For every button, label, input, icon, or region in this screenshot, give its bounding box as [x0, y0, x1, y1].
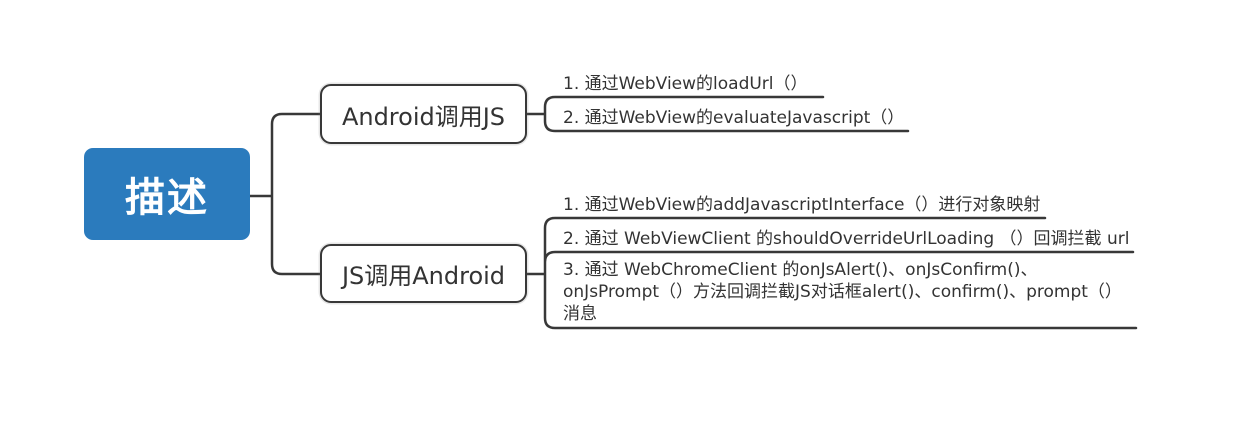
- leaf-topic-shouldoverrideurlloading[interactable]: 2. 通过 WebViewClient 的shouldOverrideUrlLo…: [563, 228, 1129, 250]
- branch-topic-label: JS调用Android: [341, 262, 506, 290]
- branch-topic-android-calls-js[interactable]: Android调用JS: [320, 84, 527, 144]
- leaf-topic-line: 消息: [563, 304, 597, 324]
- leaf-topic-addjavascriptinterface[interactable]: 1. 通过WebView的addJavascriptInterface（）进行对…: [563, 194, 1040, 216]
- leaf-topic-line: 1. 通过WebView的addJavascriptInterface（）进行对…: [563, 195, 1041, 215]
- branch1-connectors: [525, 95, 910, 133]
- leaf-topic-webchromeclient-callbacks[interactable]: 3. 通过 WebChromeClient 的onJsAlert()、onJsC…: [563, 259, 1122, 325]
- root-connector: [248, 112, 322, 276]
- branch2-connectors: [525, 216, 1138, 330]
- leaf-topic-line: 2. 通过 WebViewClient 的shouldOverrideUrlLo…: [563, 229, 1130, 249]
- leaf-topic-evaluatejavascript[interactable]: 2. 通过WebView的evaluateJavascript（）: [563, 107, 904, 129]
- root-topic[interactable]: 描述: [84, 148, 250, 240]
- leaf-topic-line: 1. 通过WebView的loadUrl（）: [563, 74, 808, 94]
- leaf-topic-line: 2. 通过WebView的evaluateJavascript（）: [563, 108, 905, 128]
- leaf-topic-loadurl[interactable]: 1. 通过WebView的loadUrl（）: [563, 73, 808, 95]
- branch-topic-js-calls-android[interactable]: JS调用Android: [320, 244, 527, 303]
- leaf-topic-line: 3. 通过 WebChromeClient 的onJsAlert()、onJsC…: [563, 260, 1038, 280]
- branch-topic-label: Android调用JS: [341, 102, 506, 131]
- leaf-topic-line: onJsPrompt（）方法回调拦截JS对话框alert()、confirm()…: [563, 282, 1122, 302]
- root-topic-label: 描述: [125, 175, 209, 221]
